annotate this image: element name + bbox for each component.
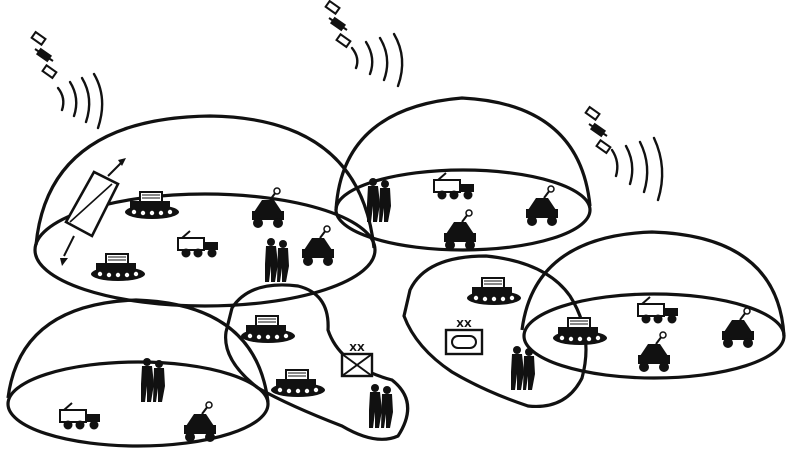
soldier-icon (511, 346, 535, 390)
satellite-icon (326, 1, 351, 47)
satellite-icon (32, 32, 57, 78)
radar-icon (444, 210, 476, 250)
radar-icon (252, 188, 284, 228)
radar-icon (302, 226, 334, 266)
truck-icon (434, 173, 474, 200)
signal-waves (58, 34, 662, 200)
satellite-icon (586, 107, 611, 153)
tank-icon (271, 370, 325, 397)
radar-icon (638, 332, 670, 372)
soldier-icon (265, 238, 289, 282)
tank-icon (467, 278, 521, 305)
division-marker-label: XX (349, 343, 365, 354)
truck-icon (638, 297, 678, 324)
division-marker-label: XX (456, 319, 472, 330)
soldier-icon (141, 358, 165, 402)
truck-icon (60, 403, 100, 430)
radar-icon (722, 308, 754, 348)
antenna-icon (60, 158, 126, 266)
tank-icon (241, 316, 295, 343)
division-marker: XX (342, 343, 372, 376)
soldier-icon (367, 178, 391, 222)
tank-icon (91, 254, 145, 281)
radar-icon (184, 402, 216, 442)
division-marker: XX (446, 319, 482, 354)
tank-icon (553, 318, 607, 345)
radar-icon (526, 186, 558, 226)
truck-icon (178, 231, 218, 258)
soldier-icon (369, 384, 393, 428)
